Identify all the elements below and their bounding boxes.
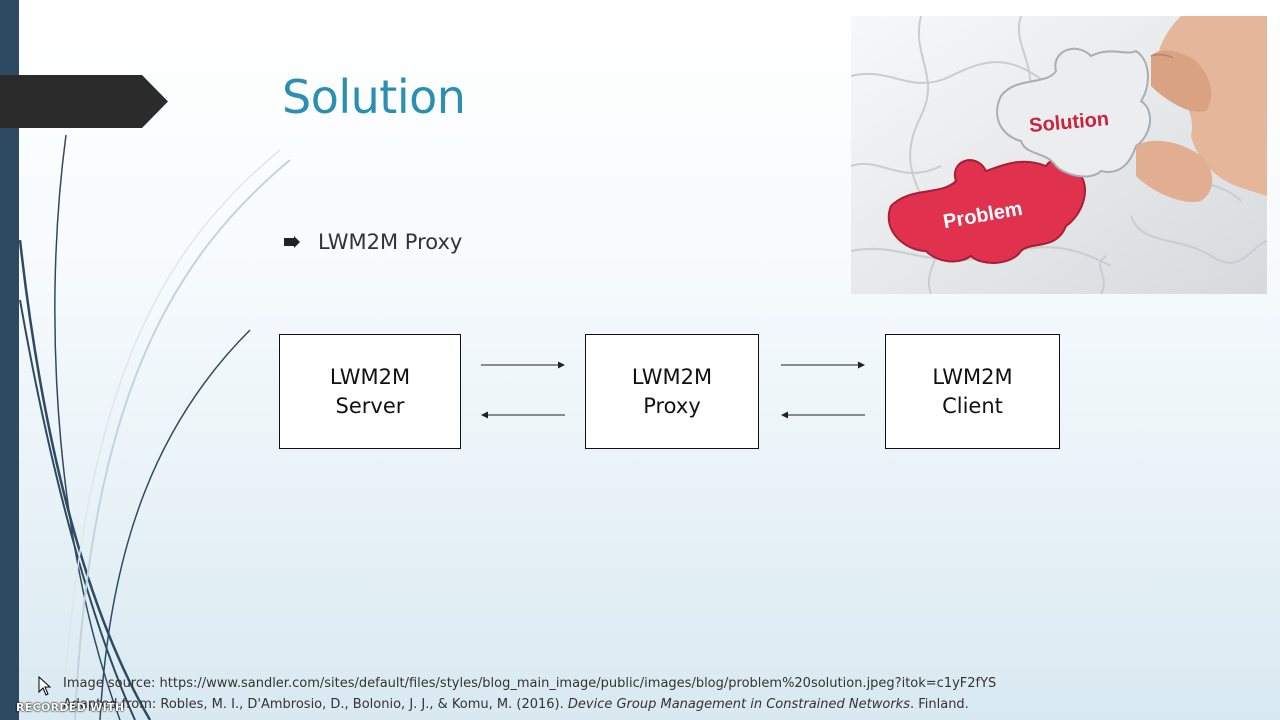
lwm2m-client-box: LWM2M Client <box>885 334 1060 449</box>
decorative-swoosh-lines <box>18 134 291 720</box>
arrow-bullet-icon <box>284 236 300 248</box>
recorded-with-watermark: RECORDED WITH <box>16 701 125 714</box>
arrow-proxy-to-client <box>781 361 865 369</box>
image-source-footnote: Image source: https://www.sandler.com/si… <box>63 676 997 691</box>
citation-suffix: . Finland. <box>909 697 969 712</box>
slide-title: Solution <box>282 70 466 124</box>
title-tab-marker <box>0 75 168 128</box>
arrow-server-to-proxy <box>481 361 565 369</box>
bullet-item: LWM2M Proxy <box>284 230 462 254</box>
server-line2: Server <box>335 393 405 418</box>
proxy-line1: LWM2M <box>631 364 713 389</box>
arrow-client-to-proxy <box>781 411 865 419</box>
proxy-line2: Proxy <box>643 393 701 418</box>
citation-footnote: Adapted from: Robles, M. I., D'Ambrosio,… <box>63 697 969 712</box>
mouse-cursor-icon <box>38 676 52 696</box>
puzzle-image: Problem Solution <box>851 16 1267 294</box>
client-line1: LWM2M <box>932 364 1013 389</box>
citation-prefix: Adapted from: Robles, M. I., D'Ambrosio,… <box>63 697 568 712</box>
lwm2m-server-box: LWM2M Server <box>279 334 461 449</box>
citation-title: Device Group Management in Constrained N… <box>567 697 910 712</box>
arrow-proxy-to-server <box>481 411 565 419</box>
client-line2: Client <box>942 393 1003 418</box>
puzzle-illustration: Problem Solution <box>851 16 1267 294</box>
bullet-text: LWM2M Proxy <box>318 230 463 254</box>
left-accent-bar <box>0 0 19 720</box>
server-line1: LWM2M <box>329 364 411 389</box>
lwm2m-proxy-box: LWM2M Proxy <box>585 334 759 449</box>
